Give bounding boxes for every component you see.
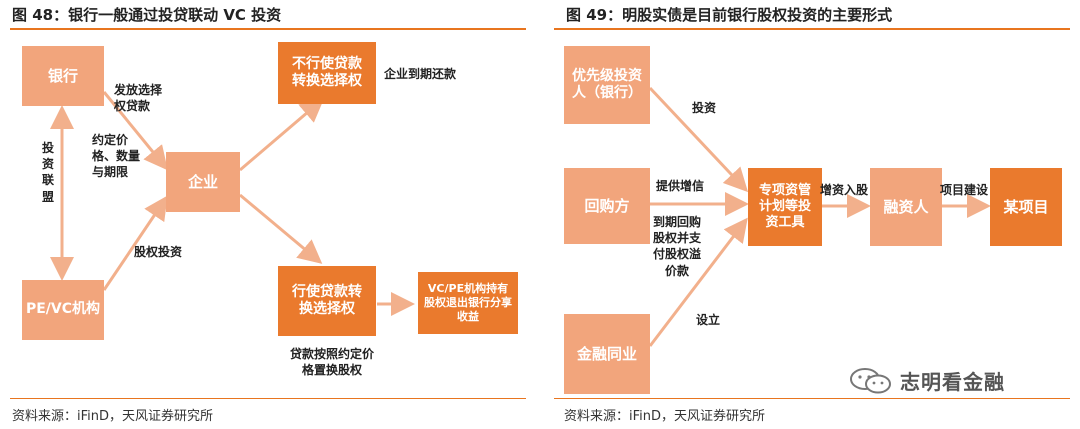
box-vehicle: 专项资管计划等投资工具	[748, 168, 822, 246]
arrow-pevc-enterprise	[102, 195, 168, 291]
box-priority: 优先级投资人（银行）	[564, 46, 650, 124]
right-arrows	[648, 86, 991, 347]
box-convert: 行使贷款转换选择权	[278, 266, 376, 336]
right-figure: 图 49：明股实债是目前银行股权投资的主要形式 优先级投资人（银行） 回购方 金…	[540, 0, 1080, 429]
label-repay: 企业到期还款	[384, 67, 457, 81]
label-agreed-terms: 约定价格、数量与期限	[92, 133, 141, 180]
box-no-convert: 不行使贷款转换选择权	[278, 42, 376, 104]
arrow-bank-enterprise	[102, 91, 168, 171]
left-source: 资料来源：iFinD，天风证券研究所	[12, 409, 214, 424]
label-alliance: 投资联盟	[41, 141, 54, 204]
left-figure: 图 48：银行一般通过投贷联动 VC 投资 银行 PE/VC机构 企业 不行使贷…	[10, 6, 526, 424]
label-invest: 投资	[692, 101, 717, 115]
label-swap: 贷款按照约定价格置换股权	[290, 347, 375, 378]
watermark: 志明看金融	[848, 366, 1005, 395]
label-repurchase: 到期回购股权并支付股权溢价款	[652, 215, 701, 278]
box-bank: 银行	[22, 46, 104, 106]
arrow-enterprise-convert	[239, 193, 323, 264]
label-credit: 提供增信	[656, 179, 705, 193]
box-financier: 融资人	[870, 168, 942, 246]
arrow-priority-vehicle	[648, 86, 749, 193]
label-construction: 项目建设	[940, 183, 989, 197]
box-result: VC/PE机构持有股权退出银行分享收益	[418, 272, 518, 334]
left-arrows	[50, 91, 415, 316]
box-pevc: PE/VC机构	[22, 280, 104, 340]
box-peer: 金融同业	[564, 314, 650, 394]
left-bottom-rule	[10, 398, 526, 399]
wechat-icon	[850, 367, 891, 393]
label-subordinate: 设立	[696, 313, 721, 327]
box-buyback: 回购方	[564, 168, 650, 244]
left-figure-title: 图 48：银行一般通过投贷联动 VC 投资	[12, 6, 282, 24]
arrow-enterprise-noconvert	[239, 98, 325, 172]
right-source: 资料来源：iFinD，天风证券研究所	[564, 409, 766, 424]
left-top-rule	[10, 28, 526, 30]
label-issue-option: 发放选择权贷款	[114, 83, 163, 114]
right-figure-title: 图 49：明股实债是目前银行股权投资的主要形式	[566, 6, 893, 24]
box-project: 某项目	[990, 168, 1062, 246]
label-equity-invest: 股权投资	[134, 245, 183, 259]
box-enterprise: 企业	[166, 152, 240, 212]
right-top-rule	[554, 28, 1070, 30]
watermark-text: 志明看金融	[900, 370, 1005, 394]
arrow-peer-vehicle	[648, 217, 748, 347]
label-capital: 增资入股	[820, 183, 869, 197]
right-bottom-rule	[554, 398, 1070, 399]
